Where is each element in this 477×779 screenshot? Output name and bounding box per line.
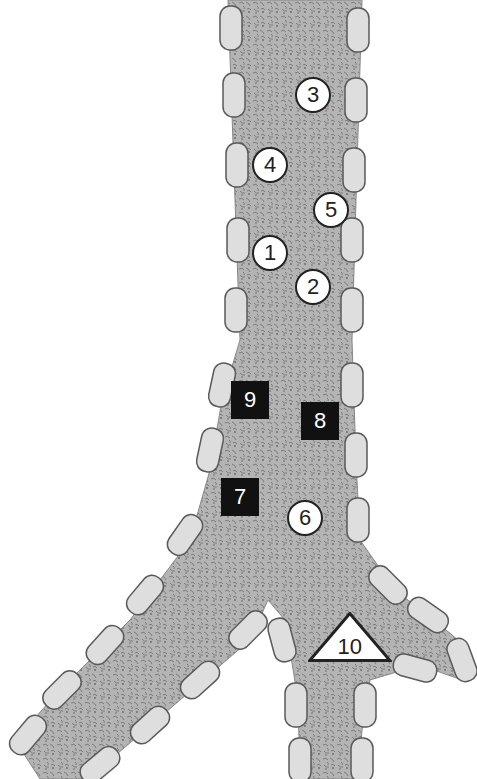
circle-marker: 3 bbox=[295, 77, 331, 113]
circle-marker: 1 bbox=[252, 235, 288, 271]
square-marker: 8 bbox=[301, 402, 339, 440]
callout-number: 8 bbox=[314, 410, 326, 432]
callout-number: 1 bbox=[264, 242, 276, 264]
callout-number: 6 bbox=[299, 507, 311, 529]
triangle-marker: 10 bbox=[308, 612, 392, 662]
callout-number: 9 bbox=[244, 389, 256, 411]
circle-marker: 4 bbox=[252, 147, 288, 183]
callout-number: 10 bbox=[338, 636, 362, 658]
circle-marker: 5 bbox=[313, 192, 349, 228]
callout-number: 4 bbox=[264, 154, 276, 176]
callout-number: 2 bbox=[307, 276, 319, 298]
circle-marker: 2 bbox=[295, 269, 331, 305]
callout-number: 5 bbox=[325, 199, 337, 221]
circle-marker: 6 bbox=[287, 500, 323, 536]
square-marker: 9 bbox=[231, 381, 269, 419]
square-marker: 7 bbox=[221, 478, 259, 516]
callout-number: 3 bbox=[307, 84, 319, 106]
callout-number: 7 bbox=[234, 486, 246, 508]
